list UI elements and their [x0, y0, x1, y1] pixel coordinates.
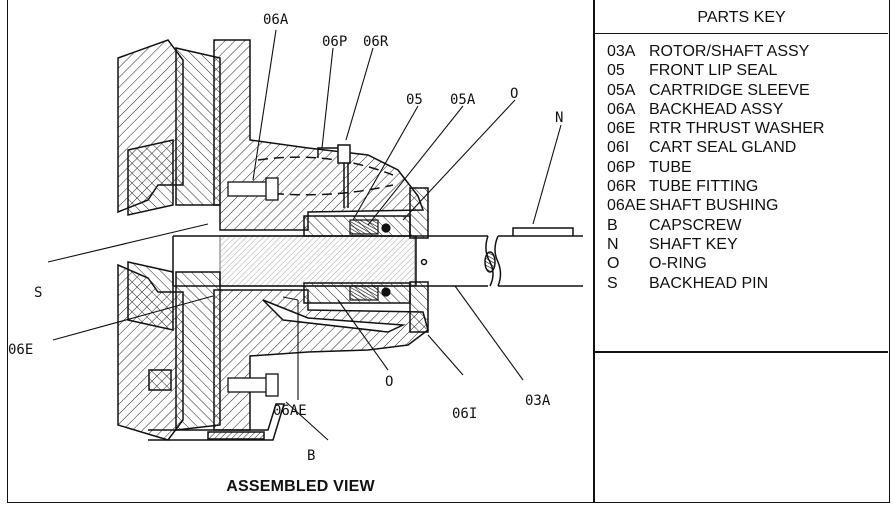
parts-key-bottom-rule — [595, 351, 888, 353]
part-description: BACKHEAD PIN — [649, 274, 769, 292]
parts-key-item: 06P TUBE — [607, 158, 888, 177]
part-code: 06I — [607, 139, 630, 157]
callout-N: N — [555, 110, 563, 126]
part-description: TUBE FITTING — [649, 178, 759, 196]
part-description: SHAFT BUSHING — [649, 197, 779, 215]
parts-key-list: 03A ROTOR/SHAFT ASSY 05 FRONT LIP SEAL 05A CA… — [595, 34, 888, 293]
part-code: 06AE — [607, 197, 647, 215]
callout-O-top: O — [510, 86, 518, 102]
part-description: CART SEAL GLAND — [649, 139, 797, 157]
parts-key-item: S BACKHEAD PIN — [607, 274, 888, 293]
callout-06A: 06A — [263, 12, 289, 28]
view-title: ASSEMBLED VIEW — [226, 478, 375, 495]
part-description: TUBE — [649, 158, 692, 176]
callout-B: B — [307, 448, 315, 464]
part-code: N — [607, 235, 619, 253]
part-description: BACKHEAD ASSY — [649, 100, 784, 118]
leader-lines — [47, 29, 562, 441]
part-code: 03A — [607, 43, 636, 60]
part-description: SHAFT KEY — [649, 235, 738, 253]
callout-06I: 06I — [452, 406, 477, 422]
rotor-housing — [117, 39, 221, 441]
part-code: 06P — [607, 158, 636, 176]
callout-06AE: 06AE — [273, 403, 307, 419]
callout-labels: 06A 06P 06R 05 05A O N S 06E 06AE O 06I … — [8, 12, 563, 464]
parts-key-item: 05A CARTRIDGE SLEEVE — [607, 81, 888, 100]
parts-key-item: B CAPSCREW — [607, 216, 888, 235]
part-code: 06A — [607, 100, 636, 118]
part-description: CAPSCREW — [649, 216, 742, 234]
callout-03A: 03A — [525, 393, 551, 409]
callout-S: S — [34, 285, 42, 301]
parts-key-item: 05 FRONT LIP SEAL — [607, 61, 888, 80]
parts-key-item: N SHAFT KEY — [607, 235, 888, 254]
callout-05: 05 — [406, 92, 423, 108]
parts-key-item: 06R TUBE FITTING — [607, 177, 888, 196]
parts-key-panel: PARTS KEY 03A ROTOR/SHAFT ASSY 05 FRONT LIP… — [595, 0, 888, 293]
part-code: O — [607, 255, 620, 273]
shaft — [172, 227, 583, 287]
part-code: 06R — [607, 178, 637, 196]
callout-06E: 06E — [8, 342, 33, 358]
part-description: CARTRIDGE SLEEVE — [649, 81, 810, 99]
part-description: O-RING — [649, 255, 707, 273]
assembled-view-drawing: 06A 06P 06R 05 05A O N S 06E 06AE O 06I … — [8, 12, 583, 464]
part-code: 05 — [607, 62, 625, 80]
callout-06R: 06R — [363, 34, 389, 50]
parts-key-item: O O-RING — [607, 254, 888, 273]
base-flange — [148, 403, 286, 441]
callout-O-bottom: O — [385, 374, 393, 390]
parts-key-item: 03A ROTOR/SHAFT ASSY — [607, 42, 888, 61]
parts-key-item: 06E RTR THRUST WASHER — [607, 119, 888, 138]
part-code: 06E — [607, 120, 636, 138]
part-code: B — [607, 216, 618, 234]
part-code: S — [607, 274, 618, 292]
part-description: RTR THRUST WASHER — [649, 120, 825, 138]
callout-06P: 06P — [322, 34, 347, 50]
parts-key-item: 06I CART SEAL GLAND — [607, 138, 888, 157]
parts-key-item: 06A BACKHEAD ASSY — [607, 100, 888, 119]
capscrews — [227, 177, 279, 397]
drawing-frame — [7, 0, 890, 503]
parts-key-header: PARTS KEY — [595, 0, 888, 34]
part-description: ROTOR/SHAFT ASSY — [649, 43, 810, 60]
tube-fitting — [317, 144, 351, 208]
part-code: 05A — [607, 81, 636, 99]
front-lip-seal — [349, 219, 391, 301]
callout-05A: 05A — [450, 92, 476, 108]
part-description: FRONT LIP SEAL — [649, 62, 778, 80]
panel-divider — [593, 0, 595, 503]
